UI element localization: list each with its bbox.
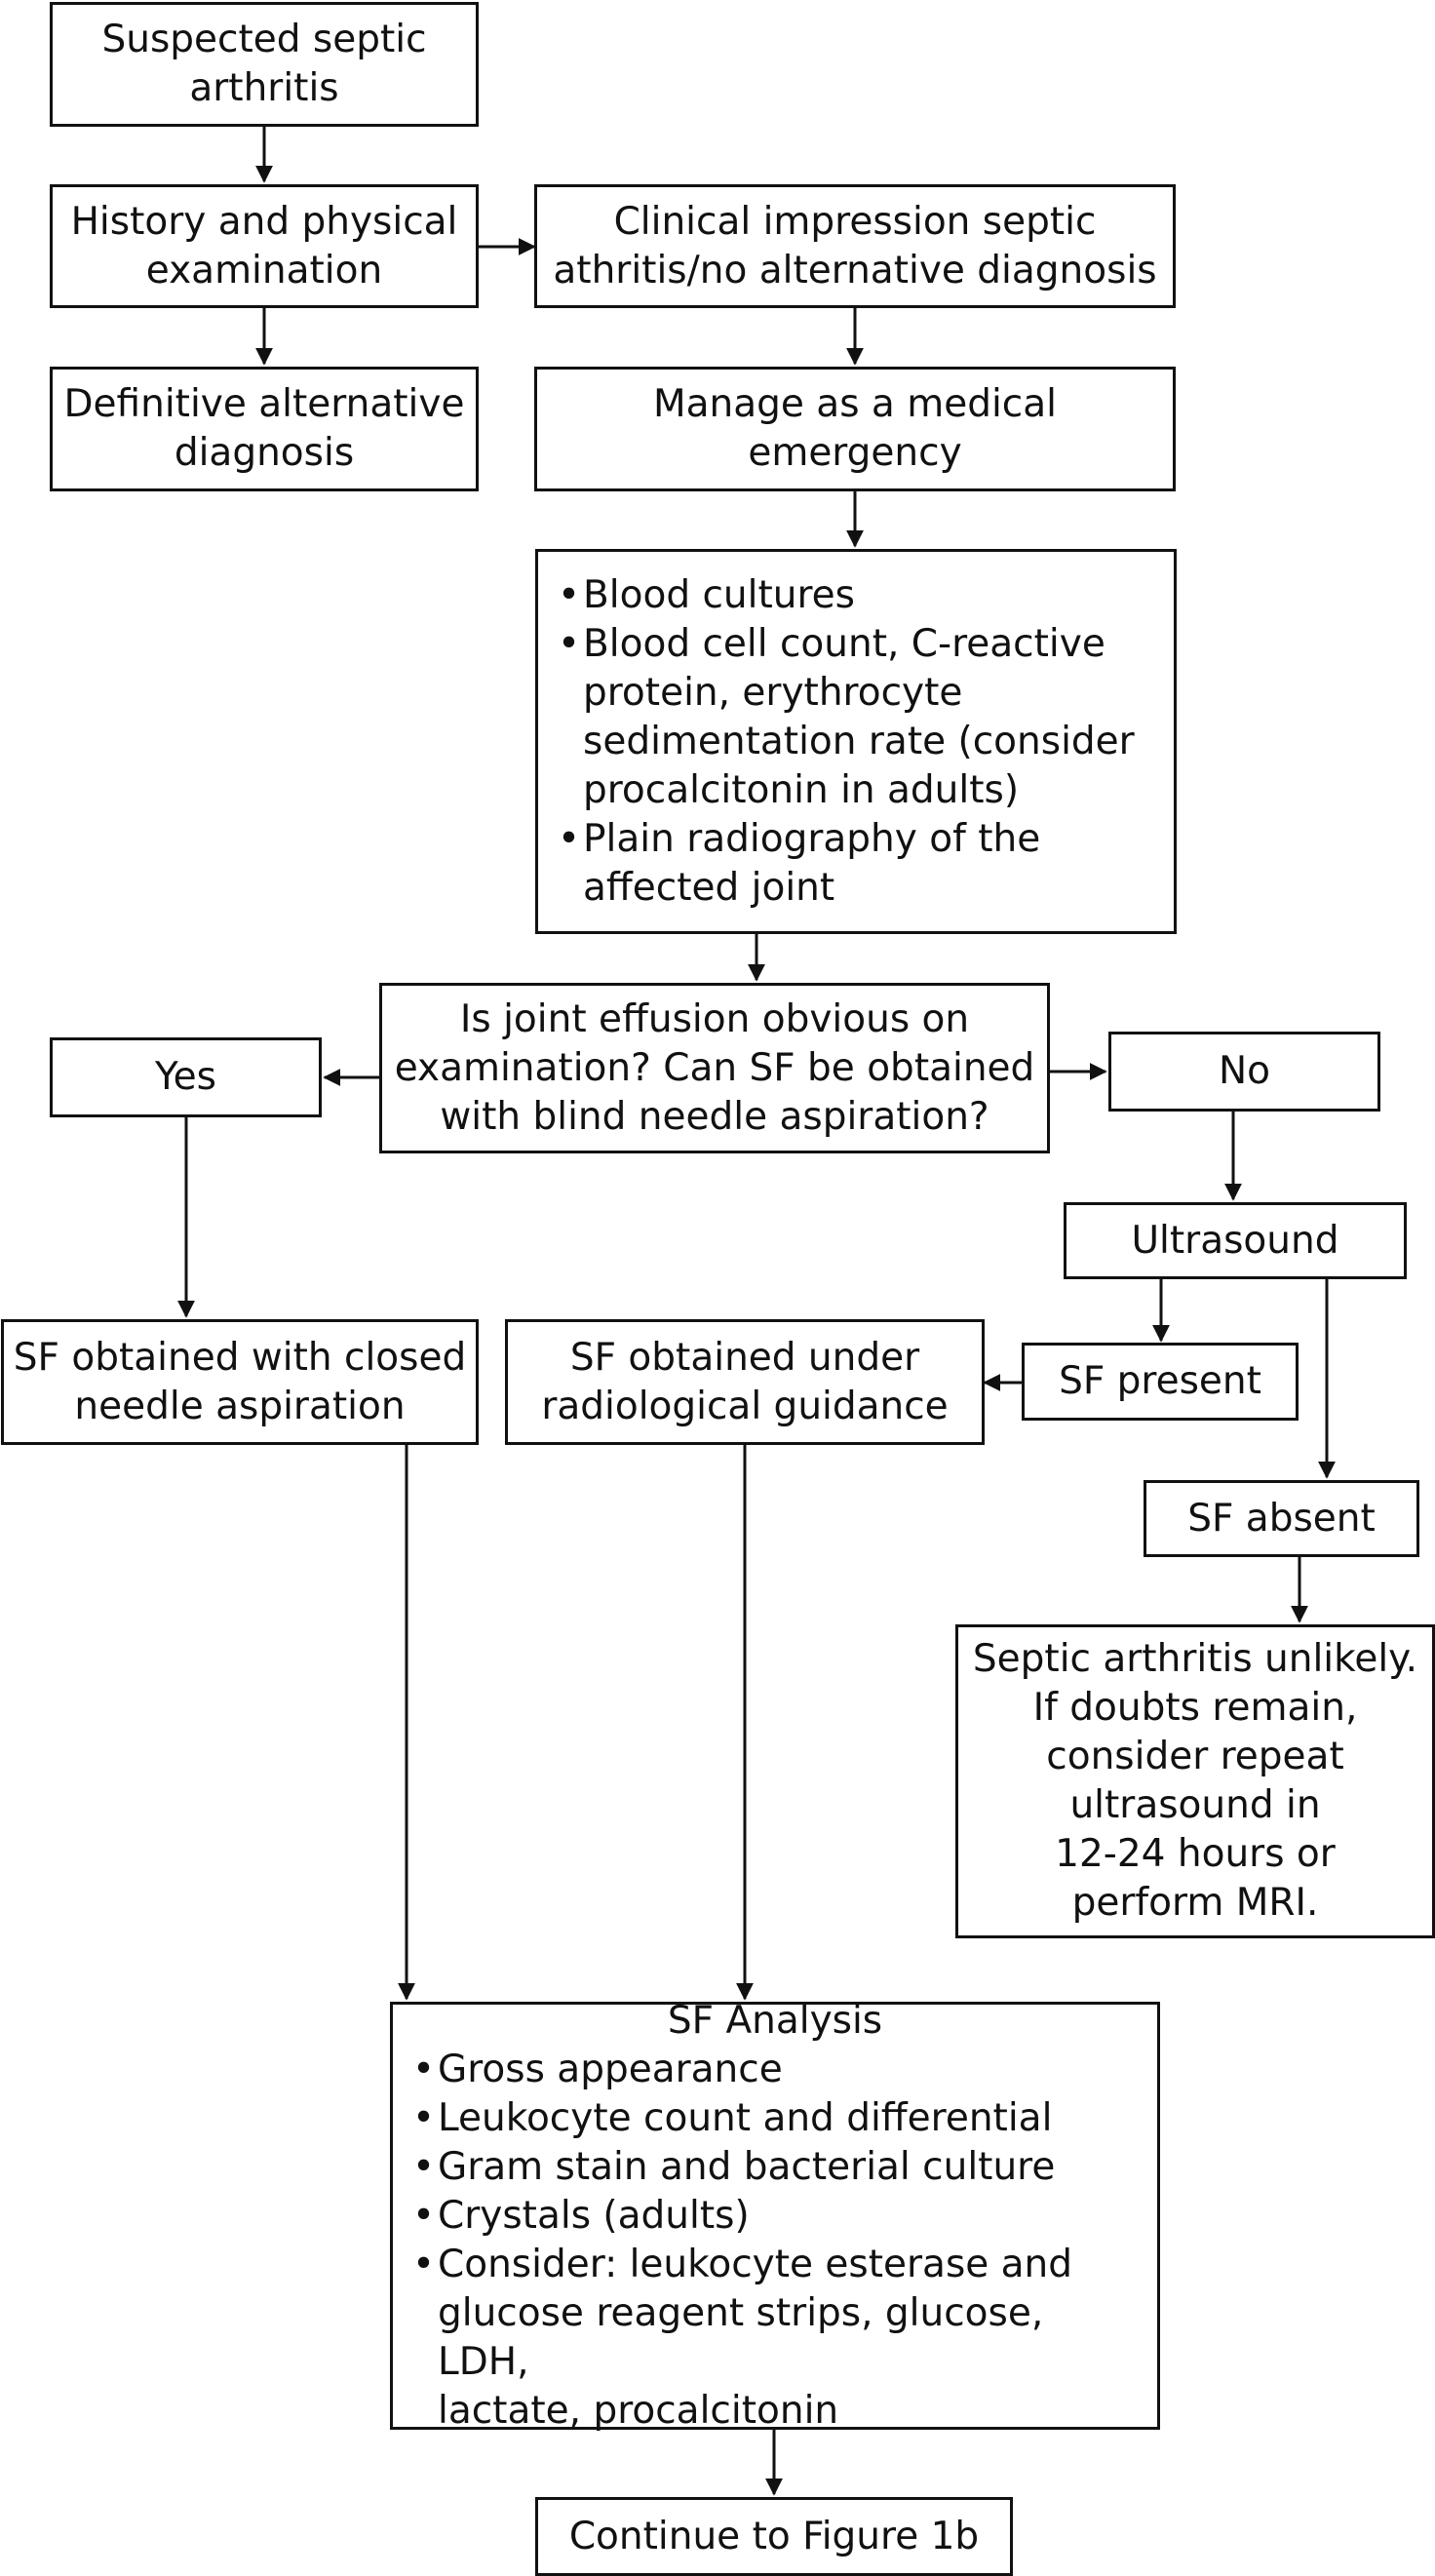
bullet-text-line: procalcitonin in adults)	[583, 767, 1020, 812]
box-text-line: examination	[145, 248, 383, 293]
box-text-line: Ultrasound	[1131, 1218, 1339, 1263]
sf-analysis-box: SF Analysis Gross appearance Leukocyte c…	[390, 1999, 1160, 2433]
sf-present-box: SF present	[1022, 1343, 1299, 1421]
box-text-line: Manage as a medical	[653, 382, 1057, 426]
bullet-text-line: Gram stain and bacterial culture	[438, 2144, 1056, 2189]
box-text-line: athritis/no alternative diagnosis	[553, 248, 1157, 293]
box-text-line: Is joint effusion obvious on	[459, 996, 970, 1041]
continue-figure-1b-box: Continue to Figure 1b	[535, 2497, 1013, 2576]
history-physical-box: History and physical examination	[50, 184, 479, 308]
bullet-plain-radiography: Plain radiography of the affected joint	[554, 815, 1040, 913]
septic-arthritis-unlikely-box: Septic arthritis unlikely. If doubts rem…	[955, 1624, 1435, 1938]
box-text-line: radiological guidance	[541, 1384, 949, 1428]
box-text-line: perform MRI.	[1071, 1881, 1319, 1925]
box-text-line: No	[1218, 1049, 1271, 1093]
bullet-text-line: Blood cell count, C-reactive	[583, 621, 1105, 666]
box-text-line: Suspected septic	[101, 18, 427, 61]
bullet-text-line: glucose reagent strips, glucose, LDH,	[438, 2290, 1044, 2384]
box-text-line: Continue to Figure 1b	[568, 2514, 980, 2558]
bullet-text-line: Consider: leukocyte esterase and	[438, 2242, 1073, 2286]
box-text-line: ultrasound in	[1069, 1783, 1321, 1827]
box-text-line: emergency	[748, 431, 962, 475]
yes-box: Yes	[50, 1037, 322, 1117]
suspected-septic-arthritis-box: Suspected septic arthritis	[50, 2, 479, 127]
box-text-line: SF obtained with closed	[13, 1335, 467, 1380]
box-text-line: Definitive alternative	[63, 382, 465, 426]
box-text-line: SF obtained under	[569, 1335, 920, 1380]
bullet-crystals: Crystals (adults)	[408, 2192, 750, 2241]
bullet-leukocyte-count: Leukocyte count and differential	[408, 2094, 1052, 2143]
sf-absent-box: SF absent	[1144, 1480, 1419, 1557]
box-text-line: Clinical impression septic	[613, 199, 1097, 244]
box-text-line: examination? Can SF be obtained	[394, 1045, 1035, 1090]
box-text-line: arthritis	[189, 66, 339, 110]
bullet-text-line: Crystals (adults)	[438, 2193, 750, 2238]
bullet-gram-stain: Gram stain and bacterial culture	[408, 2143, 1055, 2192]
box-text-line: consider repeat	[1046, 1735, 1344, 1778]
bullet-text-line: sedimentation rate (consider	[583, 719, 1135, 763]
bullet-blood-cultures: Blood cultures	[554, 571, 855, 620]
box-text-line: with blind needle aspiration?	[440, 1094, 989, 1139]
manage-emergency-box: Manage as a medical emergency	[534, 367, 1176, 491]
bullet-text-line: Gross appearance	[438, 2047, 783, 2091]
bullet-text-line: Blood cultures	[583, 572, 855, 617]
joint-effusion-question-box: Is joint effusion obvious on examination…	[379, 983, 1050, 1153]
definitive-alternative-diagnosis-box: Definitive alternative diagnosis	[50, 367, 479, 491]
sf-closed-needle-box: SF obtained with closed needle aspiratio…	[1, 1319, 479, 1445]
bullet-consider: Consider: leukocyte esterase and glucose…	[408, 2241, 1142, 2436]
bullet-text-line: affected joint	[583, 865, 835, 910]
box-text-line: History and physical	[70, 199, 458, 244]
ultrasound-box: Ultrasound	[1064, 1202, 1407, 1279]
box-text-line: If doubts remain,	[1032, 1686, 1358, 1730]
box-text-line: SF absent	[1187, 1496, 1376, 1541]
bullet-gross-appearance: Gross appearance	[408, 2046, 783, 2094]
box-text-line: Yes	[155, 1055, 216, 1099]
bullet-text-line: Plain radiography of the	[583, 816, 1041, 861]
box-text-line: Septic arthritis unlikely.	[972, 1637, 1418, 1681]
bullet-text-line: protein, erythrocyte	[583, 670, 963, 715]
initial-tests-box: Blood cultures Blood cell count, C-react…	[535, 549, 1177, 934]
clinical-impression-box: Clinical impression septic athritis/no a…	[534, 184, 1176, 308]
box-text-line: 12-24 hours or	[1055, 1832, 1336, 1876]
bullet-text-line: lactate, procalcitonin	[438, 2388, 839, 2433]
box-text-line: SF present	[1059, 1359, 1261, 1403]
sf-analysis-title: SF Analysis	[667, 1998, 883, 2043]
no-box: No	[1108, 1032, 1380, 1112]
sf-radiological-guidance-box: SF obtained under radiological guidance	[505, 1319, 985, 1445]
bullet-blood-cell-count: Blood cell count, C-reactive protein, er…	[554, 620, 1135, 815]
bullet-text-line: Leukocyte count and differential	[438, 2095, 1053, 2140]
box-text-line: needle aspiration	[74, 1384, 406, 1428]
box-text-line: diagnosis	[174, 431, 355, 475]
